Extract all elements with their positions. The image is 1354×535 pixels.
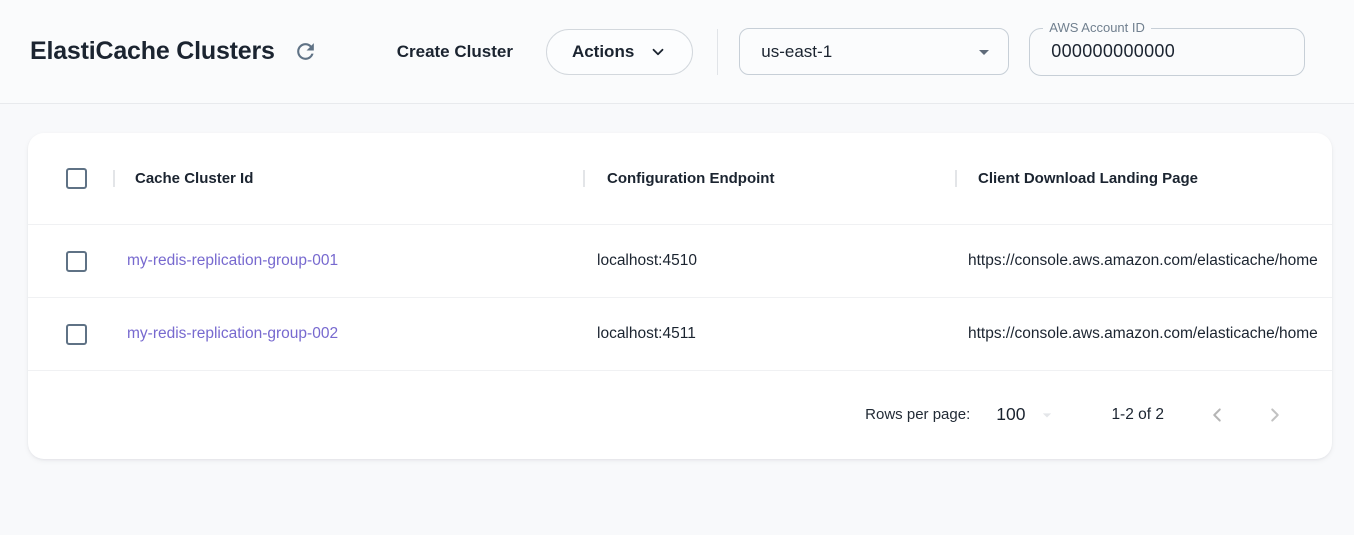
refresh-icon (293, 39, 318, 64)
column-header-label: Client Download Landing Page (978, 170, 1199, 187)
column-separator (955, 170, 957, 187)
next-page-button[interactable] (1260, 400, 1290, 430)
caret-down-icon (1037, 405, 1057, 425)
rows-per-page-value: 100 (996, 404, 1026, 424)
page-title: ElastiCache Clusters (30, 37, 275, 65)
cell-cache-cluster-id: my-redis-replication-group-002 (113, 325, 583, 343)
actions-button[interactable]: Actions (545, 28, 694, 75)
header-divider (717, 28, 719, 75)
aws-account-id-field: AWS Account ID (1029, 19, 1306, 76)
row-checkbox[interactable] (66, 250, 87, 272)
rows-per-page-label: Rows per page: (865, 406, 971, 423)
aws-account-id-input[interactable] (1030, 28, 1305, 75)
app-header: ElastiCache Clusters Create Cluster Acti… (0, 0, 1354, 104)
actions-button-label: Actions (571, 41, 635, 61)
header-checkbox-cell (28, 168, 113, 189)
column-separator (583, 170, 585, 187)
cell-configuration-endpoint: localhost:4510 (597, 252, 697, 269)
column-header-configuration-endpoint[interactable]: Configuration Endpoint (583, 170, 955, 187)
cell-landing-page: https://console.aws.amazon.com/elasticac… (968, 252, 1318, 269)
row-checkbox-cell (28, 323, 113, 345)
refresh-button[interactable] (291, 37, 321, 67)
table-row: my-redis-replication-group-002 localhost… (28, 298, 1332, 371)
table-pagination: Rows per page: 100 1-2 of 2 (28, 371, 1332, 458)
chevron-right-icon (1264, 404, 1286, 426)
previous-page-button[interactable] (1202, 400, 1232, 430)
chevron-left-icon (1206, 404, 1228, 426)
row-checkbox-cell (28, 250, 113, 272)
caret-down-icon (972, 40, 996, 64)
cell-cache-cluster-id: my-redis-replication-group-001 (113, 252, 583, 270)
cell-configuration-endpoint: localhost:4511 (597, 325, 696, 342)
table-row: my-redis-replication-group-001 localhost… (28, 225, 1332, 298)
rows-per-page-select[interactable]: 100 (996, 404, 1057, 425)
aws-account-id-label: AWS Account ID (1043, 19, 1151, 35)
cluster-link[interactable]: my-redis-replication-group-001 (127, 252, 339, 269)
region-select-value: us-east-1 (761, 41, 833, 61)
column-separator (113, 170, 115, 187)
region-select[interactable]: us-east-1 (739, 28, 1010, 75)
cell-landing-page: https://console.aws.amazon.com/elasticac… (968, 325, 1318, 342)
table-header-row: Cache Cluster Id Configuration Endpoint … (28, 133, 1332, 225)
pagination-range-label: 1-2 of 2 (1111, 405, 1164, 423)
column-header-label: Configuration Endpoint (607, 170, 775, 187)
chevron-down-icon (649, 43, 667, 61)
column-header-label: Cache Cluster Id (135, 170, 254, 187)
clusters-table-card: Cache Cluster Id Configuration Endpoint … (28, 133, 1332, 459)
row-checkbox[interactable] (66, 323, 87, 345)
cluster-link[interactable]: my-redis-replication-group-002 (127, 325, 339, 342)
create-cluster-button[interactable]: Create Cluster (396, 41, 513, 61)
column-header-client-download-landing-page[interactable]: Client Download Landing Page (955, 170, 1332, 187)
column-header-cache-cluster-id[interactable]: Cache Cluster Id (113, 170, 583, 187)
select-all-checkbox[interactable] (66, 168, 87, 189)
